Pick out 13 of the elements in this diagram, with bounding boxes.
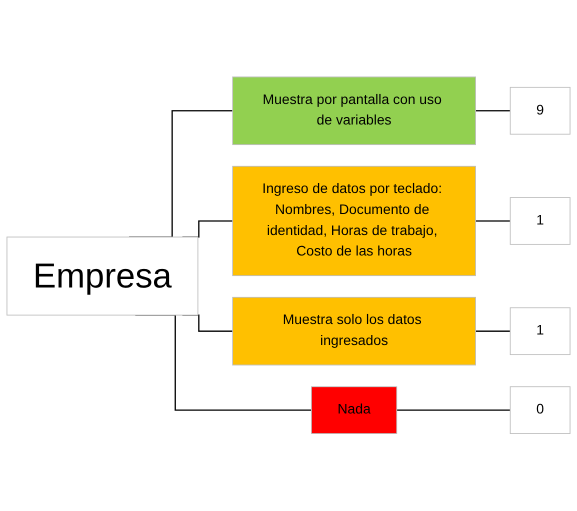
connector (476, 220, 510, 222)
node-box: Muestra solo los datos ingresados (232, 297, 476, 366)
node-box: 9 (510, 87, 570, 135)
node-box: Empresa (6, 236, 198, 316)
node-box: Nada (311, 386, 398, 434)
node-box: Ingreso de datos por teclado: Nombres, Documento de identidad, Horas de trabajo, Costo de las horas (232, 166, 476, 276)
connector (396, 410, 510, 412)
connector (476, 110, 510, 112)
node-box: 1 (510, 308, 570, 356)
node-box: 1 (510, 197, 570, 246)
node-box: 0 (510, 386, 570, 434)
node-box: Muestra por pantalla con uso de variables (232, 76, 476, 146)
connector (476, 330, 510, 332)
